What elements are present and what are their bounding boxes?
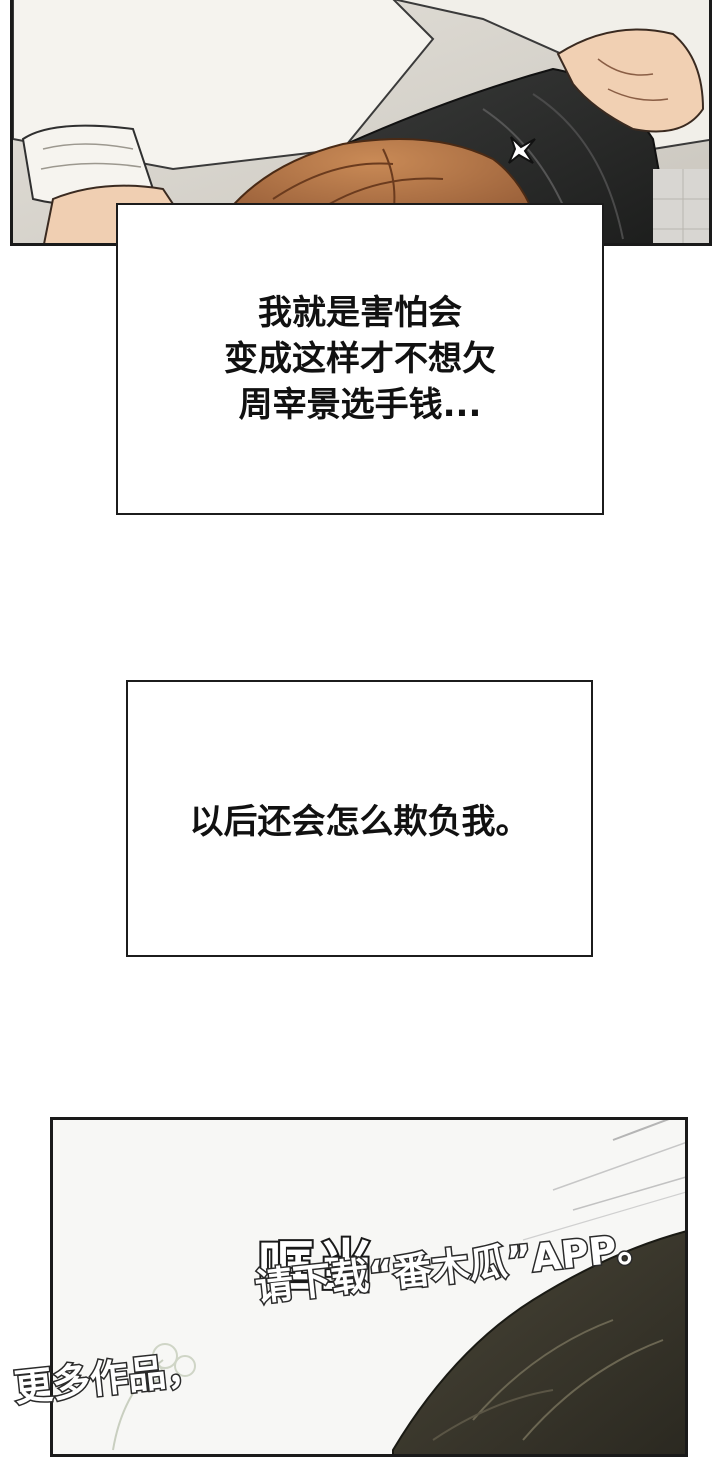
sound-effect-text: 哐当 [256,1233,378,1302]
watermark-line-1: 请下载“番木瓜”APP。 [252,1222,658,1311]
caption-1-line-1: 我就是害怕会 [258,293,462,333]
comic-panel-top [10,0,712,246]
caption-box-1: 我就是害怕会 变成这样才不想欠 周宰景选手钱... [116,203,604,515]
panel-top-illustration [13,0,709,243]
panel-bottom-illustration [53,1120,685,1454]
watermark-line-2: 更多作品， [11,1345,208,1412]
caption-2-text: 以后还会怎么欺负我。 [189,802,530,842]
caption-1-line-3: 周宰景选手钱... [238,385,482,425]
comic-panel-bottom [50,1117,688,1457]
caption-1-line-2: 变成这样才不想欠 [224,339,496,379]
caption-1-text: 我就是害怕会 变成这样才不想欠 周宰景选手钱... [224,290,496,428]
caption-box-2: 以后还会怎么欺负我。 [126,680,593,957]
